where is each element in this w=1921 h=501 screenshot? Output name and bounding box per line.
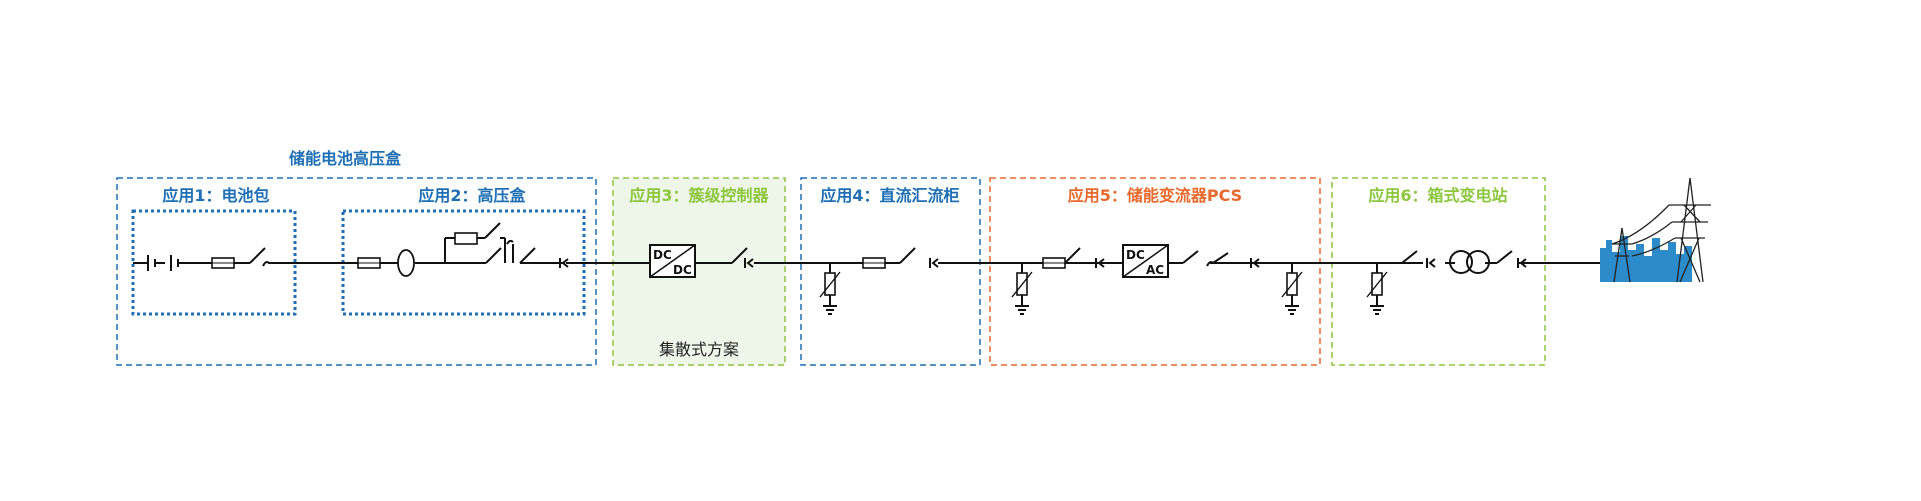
app5-title: 应用5：储能变流器PCS [1068,186,1242,205]
ground-icon [1015,305,1029,315]
dcdc-top-label: DC [653,248,672,262]
app3-frame [612,177,786,366]
battery-icon [147,255,179,271]
varistor-icon [1281,271,1303,298]
current-sensor-icon [397,249,415,277]
fuse-icon [357,257,381,269]
varistor-icon [819,271,841,298]
dcac-converter: DC AC [1122,244,1169,278]
connector-icon [1517,258,1527,268]
fuse-icon [862,257,886,269]
connector-icon [1206,252,1229,267]
outer-group-title: 储能电池高压盒 [288,149,402,168]
varistor-icon [1011,271,1033,298]
app2-box: 应用2：高压盒 [341,186,586,316]
switch-icon [1182,250,1199,264]
switch-icon [1401,250,1418,264]
app3-subtitle: 集散式方案 [659,340,739,359]
switch-icon [731,247,748,264]
fuse-icon [1042,257,1066,269]
varistor-branch [1366,263,1388,315]
switch-icon [484,222,501,239]
fuse-icon [211,257,235,269]
connector-icon [1250,258,1260,268]
connector-icon [262,261,270,267]
app6-frame [1331,177,1546,366]
varistor-branch [1011,263,1033,315]
connector-icon [559,258,569,268]
dcac-bottom-label: AC [1146,263,1164,277]
outer-group: 储能电池高压盒 [116,149,597,366]
ground-icon [823,305,837,315]
dcdc-bottom-label: DC [673,263,692,277]
app4-frame [800,177,981,366]
app2-title: 应用2：高压盒 [418,186,526,205]
resistor-icon [454,232,478,245]
ground-icon [1370,305,1384,315]
switch-icon [485,247,502,264]
outer-group-frame [116,177,597,366]
connector-icon [1426,258,1436,268]
connector-icon [506,239,514,245]
varistor-branch [819,263,841,315]
transformer-icon [1449,250,1490,274]
connector-icon [744,258,754,268]
dcdc-converter: DC DC [649,244,696,278]
connector-icon [929,258,939,268]
ground-icon [1285,305,1299,315]
app3-box: 应用3：簇级控制器 集散式方案 [612,177,786,366]
dcac-top-label: DC [1126,248,1145,262]
app4-title: 应用4：直流汇流柜 [820,186,959,205]
switch-icon [1064,247,1081,264]
switch-icon [249,247,266,264]
varistor-icon [1366,271,1388,298]
app6-title: 应用6：箱式变电站 [1368,186,1507,205]
app3-title: 应用3：簇级控制器 [629,186,769,205]
app4-box: 应用4：直流汇流柜 [800,177,981,366]
app5-box: 应用5：储能变流器PCS [989,177,1321,366]
app6-box: 应用6：箱式变电站 [1331,177,1546,366]
varistor-branch [1281,263,1303,315]
switch-icon [512,244,536,264]
app5-frame [989,177,1321,366]
switch-icon [899,247,916,264]
app1-frame [131,209,297,316]
switch-icon [1496,250,1513,264]
connector-icon [1095,258,1105,268]
power-tower-icon [1600,177,1711,283]
app1-box: 应用1：电池包 [131,186,297,316]
app1-title: 应用1：电池包 [162,186,269,205]
precharge-branch [444,222,506,263]
